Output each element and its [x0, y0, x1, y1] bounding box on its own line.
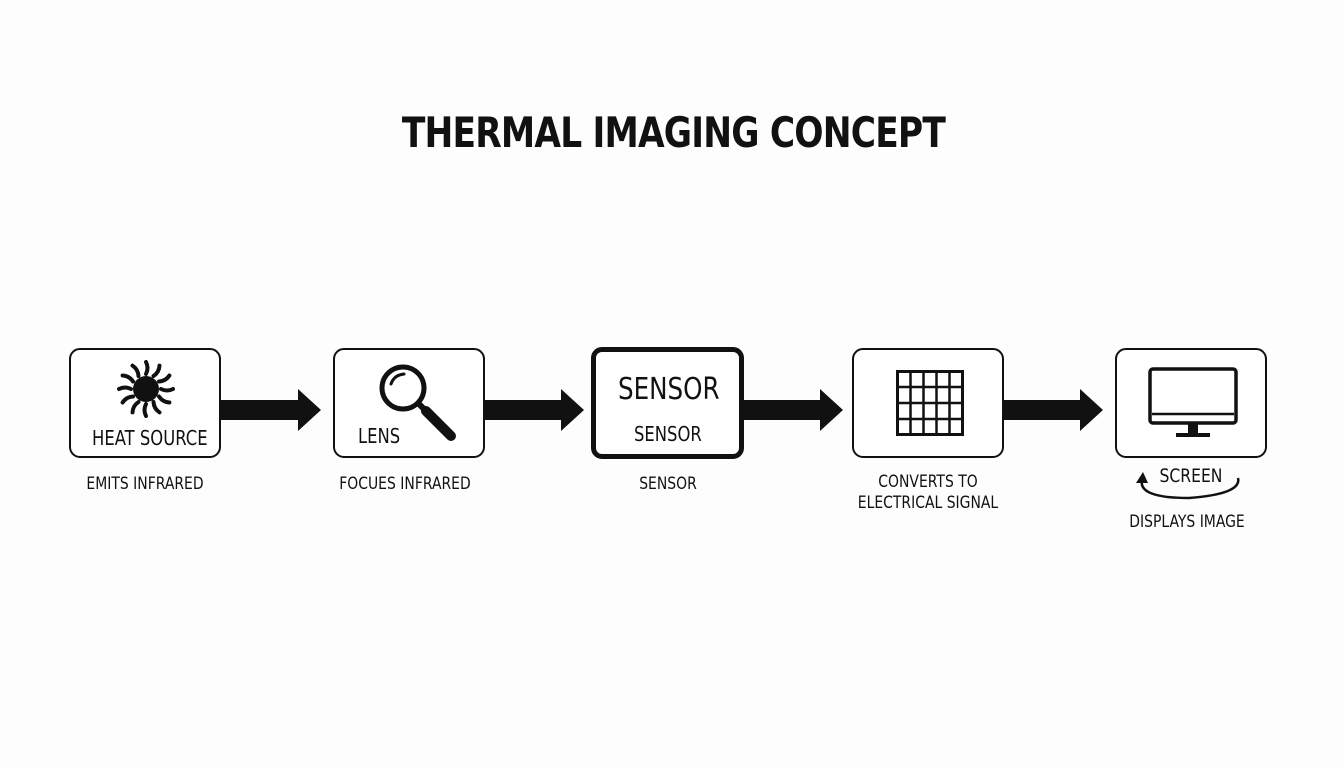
sun-ray: [120, 394, 136, 405]
sun-ray: [142, 402, 148, 418]
signal-converter-caption-line1: CONVERTS TO: [878, 472, 978, 492]
sun-ray: [130, 363, 141, 379]
heat-source-label: HEAT SOURCE: [92, 426, 208, 450]
magnifier-icon: [375, 362, 459, 446]
sun-ray: [117, 385, 133, 391]
lens-caption: FOCUES INFRARED: [339, 474, 471, 494]
screen-node: [1115, 348, 1267, 458]
lens-node: LENS: [333, 348, 485, 458]
heat-source-node: HEAT SOURCE: [69, 348, 221, 458]
sun-icon: [117, 360, 175, 418]
sun-ray: [151, 399, 162, 415]
signal-converter-node: [852, 348, 1004, 458]
arrow-2: [483, 389, 585, 431]
cycle-arrow-icon: [1134, 468, 1244, 504]
sun-ray: [159, 387, 175, 393]
arrow-1: [220, 389, 322, 431]
signal-converter-caption: CONVERTS TO ELECTRICAL SIGNAL: [854, 472, 1002, 514]
lens-label: LENS: [358, 424, 401, 448]
diagram-title: THERMAL IMAGING CONCEPT: [401, 108, 946, 157]
signal-converter-caption-line2: ELECTRICAL SIGNAL: [857, 493, 999, 513]
screen-caption: DISPLAYS IMAGE: [1129, 512, 1245, 532]
arrow-4: [1002, 389, 1104, 431]
sun-ray: [120, 373, 136, 384]
sun-ray: [151, 363, 162, 379]
sun-ray: [144, 360, 150, 376]
sun-ray: [130, 399, 141, 415]
sensor-caption: SENSOR: [639, 474, 697, 494]
sun-ray: [156, 394, 172, 405]
sensor-node: SENSOR SENSOR: [591, 347, 744, 459]
arrow-3: [742, 389, 844, 431]
heat-source-caption: EMITS INFRARED: [86, 474, 204, 494]
screen-label: SCREEN: [1159, 465, 1223, 487]
grid-icon: [896, 370, 964, 436]
sensor-sublabel: SENSOR: [634, 422, 702, 446]
sensor-label: SENSOR: [618, 372, 720, 407]
monitor-icon: [1147, 367, 1239, 441]
sun-ray: [156, 373, 172, 384]
